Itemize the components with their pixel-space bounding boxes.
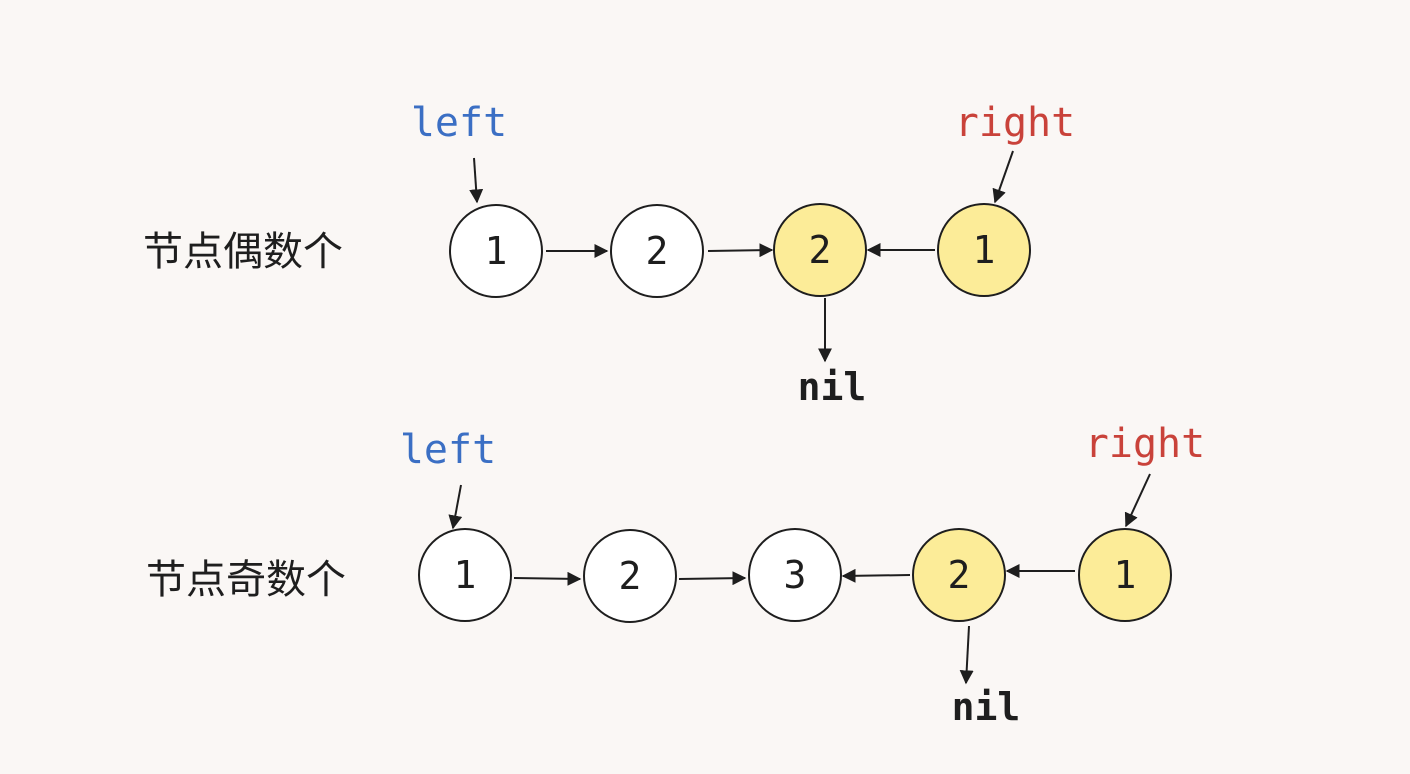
node-value: 1: [454, 553, 477, 597]
right-pointer-label: right: [955, 100, 1075, 146]
nil-label: nil: [798, 365, 867, 409]
arrow-even-left-pointer: [469, 157, 484, 204]
arrow-odd-2-3: [678, 571, 747, 586]
node-value: 3: [784, 553, 807, 597]
arrow-odd-4-3: [841, 568, 911, 583]
list-node: 2: [583, 529, 677, 623]
arrow-odd-1-2: [513, 571, 582, 586]
arrow-odd-to-nil: [959, 625, 974, 685]
list-node: 1: [449, 204, 543, 298]
list-node: 2: [610, 204, 704, 298]
node-value: 2: [619, 554, 642, 598]
node-value: 1: [485, 229, 508, 273]
arrow-odd-right-pointer: [1124, 473, 1151, 528]
node-value: 2: [948, 553, 971, 597]
arrow-even-right-pointer: [992, 150, 1014, 204]
node-value: 1: [1114, 553, 1137, 597]
nil-label: nil: [952, 685, 1021, 729]
left-pointer-label: left: [400, 427, 496, 473]
list-node: 1: [418, 528, 512, 622]
list-node-highlighted: 1: [1078, 528, 1172, 622]
arrow-even-2-3: [707, 243, 774, 258]
list-node-highlighted: 2: [912, 528, 1006, 622]
list-node: 3: [748, 528, 842, 622]
node-value: 1: [973, 228, 996, 272]
list-node-highlighted: 2: [773, 203, 867, 297]
arrow-odd-left-pointer: [448, 484, 463, 530]
left-pointer-label: left: [411, 100, 507, 146]
node-value: 2: [646, 229, 669, 273]
node-value: 2: [809, 228, 832, 272]
row-label-even: 节点偶数个: [143, 229, 343, 275]
list-node-highlighted: 1: [937, 203, 1031, 297]
right-pointer-label: right: [1085, 421, 1205, 467]
row-label-odd: 节点奇数个: [146, 557, 346, 603]
